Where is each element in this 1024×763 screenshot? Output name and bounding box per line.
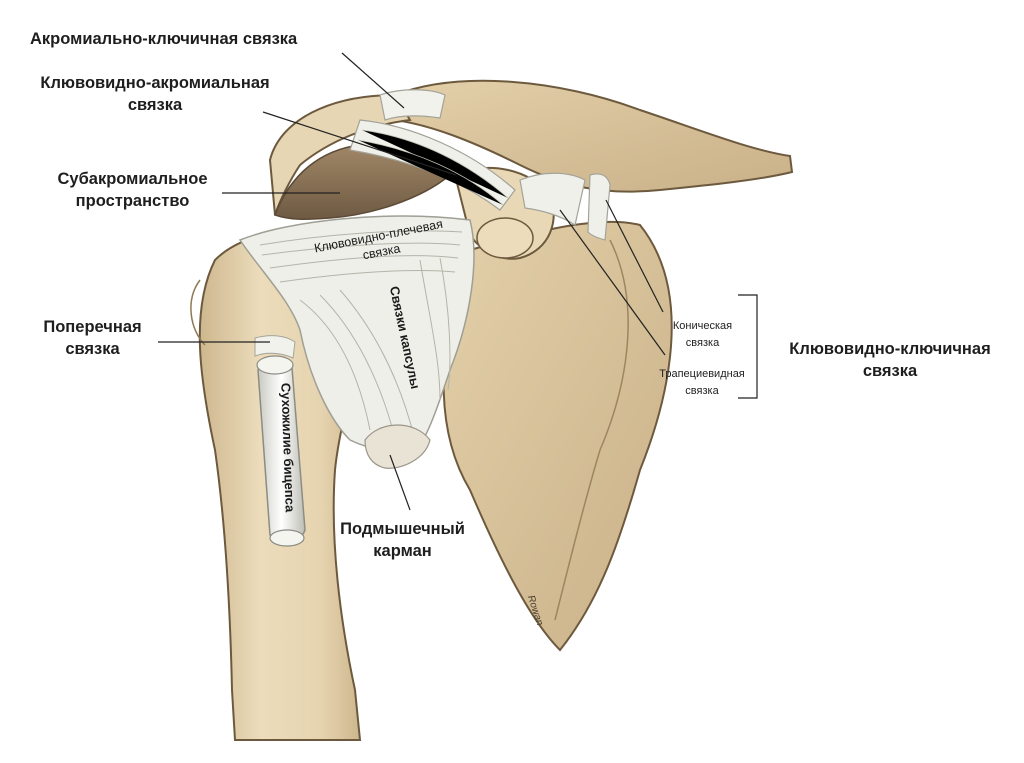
label-trapezoid: Трапециевидная связка [652, 366, 752, 400]
label-text: Субакромиальное [57, 170, 208, 188]
axillary-pouch [364, 424, 431, 469]
joint-capsule [238, 215, 475, 452]
label-text: связка [65, 340, 120, 358]
transverse-ligament [254, 335, 296, 359]
label-axillary: Подмышечный карман [335, 518, 470, 562]
label-conoid: Коническая связка [660, 318, 745, 352]
label-text: связка [685, 385, 719, 397]
label-text: связка [862, 362, 918, 380]
label-text: Коническая [672, 320, 733, 332]
label-acromioclavicular: Акромиально-ключичная связка [30, 28, 297, 50]
label-transverse: Поперечная связка [30, 316, 155, 360]
acromioclavicular-ligament [379, 89, 446, 121]
conoid-ligament [587, 173, 611, 241]
label-coracoacromial: Клювовидно-акромиальная связка [25, 72, 285, 116]
leader-lines [158, 52, 758, 511]
label-text: связка [685, 337, 720, 349]
label-text: Трапециевидная [659, 368, 745, 380]
label-text: пространство [75, 192, 190, 210]
label-text: Поперечная [43, 318, 142, 336]
capsule-fibers [259, 230, 463, 441]
label-subacromial: Субакромиальное пространство [40, 168, 225, 212]
label-text: Клювовидно-акромиальная [40, 74, 270, 92]
scapula [442, 220, 673, 652]
clavicle [394, 79, 794, 193]
label-text: Клювовидно-ключичная [789, 340, 991, 358]
label-text: Подмышечный [340, 520, 465, 538]
label-text: связка [127, 96, 183, 114]
label-text: Акромиально-ключичная связка [30, 30, 298, 48]
trapezoid-ligament [519, 172, 586, 226]
label-coracoclavicular: Клювовидно-ключичная связка [770, 338, 1010, 382]
label-text: карман [373, 542, 432, 560]
